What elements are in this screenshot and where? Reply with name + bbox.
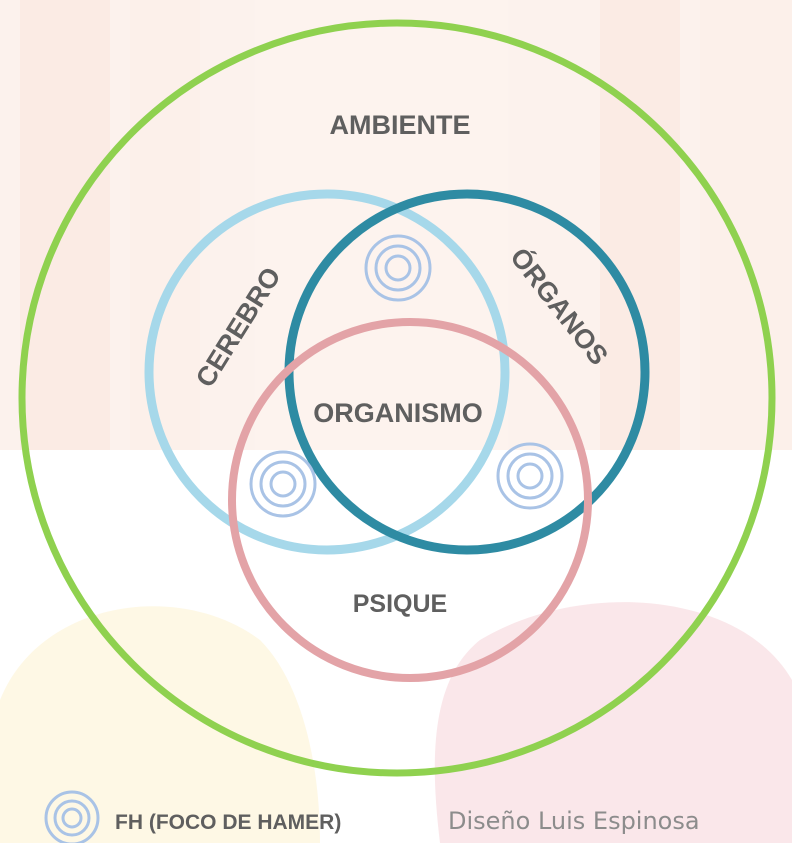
psique-circle [228,318,592,682]
legend-label: FH (FOCO DE HAMER) [115,811,341,834]
legend: FH (FOCO DE HAMER) [44,790,341,843]
focus-symbol-left [249,450,317,518]
cerebro-circle [144,189,510,555]
ambiente-circle [18,19,776,777]
ambiente-label: AMBIENTE [330,110,471,140]
psique-label: PSIQUE [353,590,447,618]
focus-symbol-top [364,234,432,302]
credit-text: Diseño Luis Espinosa [448,807,700,835]
focus-symbol-right [496,442,564,510]
concentric-rings-icon [44,790,100,843]
organismo-label: ORGANISMO [313,398,483,428]
